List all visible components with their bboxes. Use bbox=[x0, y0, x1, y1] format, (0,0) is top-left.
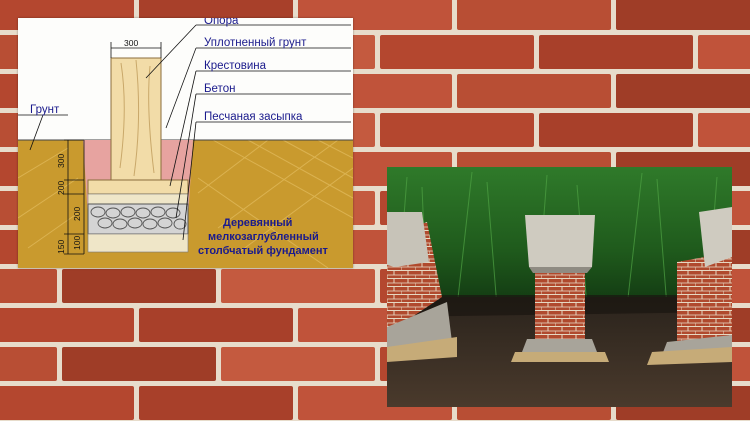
center-pillar bbox=[535, 267, 585, 339]
dim-150: 150 bbox=[56, 240, 66, 254]
label-ground: Грунт bbox=[30, 104, 60, 116]
label-sand-fill: Песчаная засыпка bbox=[204, 111, 303, 123]
wall-brick bbox=[221, 347, 375, 381]
dim-width: 300 bbox=[124, 38, 138, 48]
caption-line3: столбчатый фундамент bbox=[198, 245, 329, 257]
brick-pillars-photo bbox=[387, 167, 732, 407]
wall-brick bbox=[698, 35, 750, 69]
wall-brick bbox=[0, 386, 134, 420]
wall-brick bbox=[62, 347, 216, 381]
dim-300: 300 bbox=[56, 154, 66, 168]
wall-brick bbox=[0, 308, 134, 342]
sand-bottom bbox=[87, 233, 189, 253]
label-compacted-soil: Уплотненный грунт bbox=[204, 37, 307, 49]
wall-brick bbox=[539, 113, 693, 147]
label-crosspiece: Крестовина bbox=[204, 60, 267, 72]
wall-brick bbox=[0, 347, 57, 381]
wall-brick bbox=[380, 113, 534, 147]
wall-brick bbox=[539, 35, 693, 69]
dim-200b: 200 bbox=[72, 207, 82, 221]
wall-brick bbox=[62, 269, 216, 303]
wall-brick bbox=[616, 0, 750, 30]
sand-layer bbox=[87, 193, 189, 205]
dim-100: 100 bbox=[72, 236, 82, 250]
label-support: Опора bbox=[204, 18, 239, 27]
wall-brick bbox=[457, 0, 611, 30]
wall-brick bbox=[139, 308, 293, 342]
foundation-diagram: 300 300 200 200 150 100 Опора Уплотненны… bbox=[18, 18, 353, 268]
wall-brick bbox=[616, 74, 750, 108]
wall-brick bbox=[0, 269, 57, 303]
wall-brick bbox=[698, 113, 750, 147]
label-concrete: Бетон bbox=[204, 83, 235, 95]
wall-brick bbox=[380, 35, 534, 69]
caption-line2: мелкозаглубленный bbox=[208, 231, 319, 243]
dim-200a: 200 bbox=[56, 181, 66, 195]
caption-line1: Деревянный bbox=[223, 217, 292, 229]
wall-brick bbox=[221, 269, 375, 303]
wall-brick bbox=[457, 74, 611, 108]
wall-brick bbox=[139, 386, 293, 420]
crosspiece bbox=[87, 179, 189, 195]
